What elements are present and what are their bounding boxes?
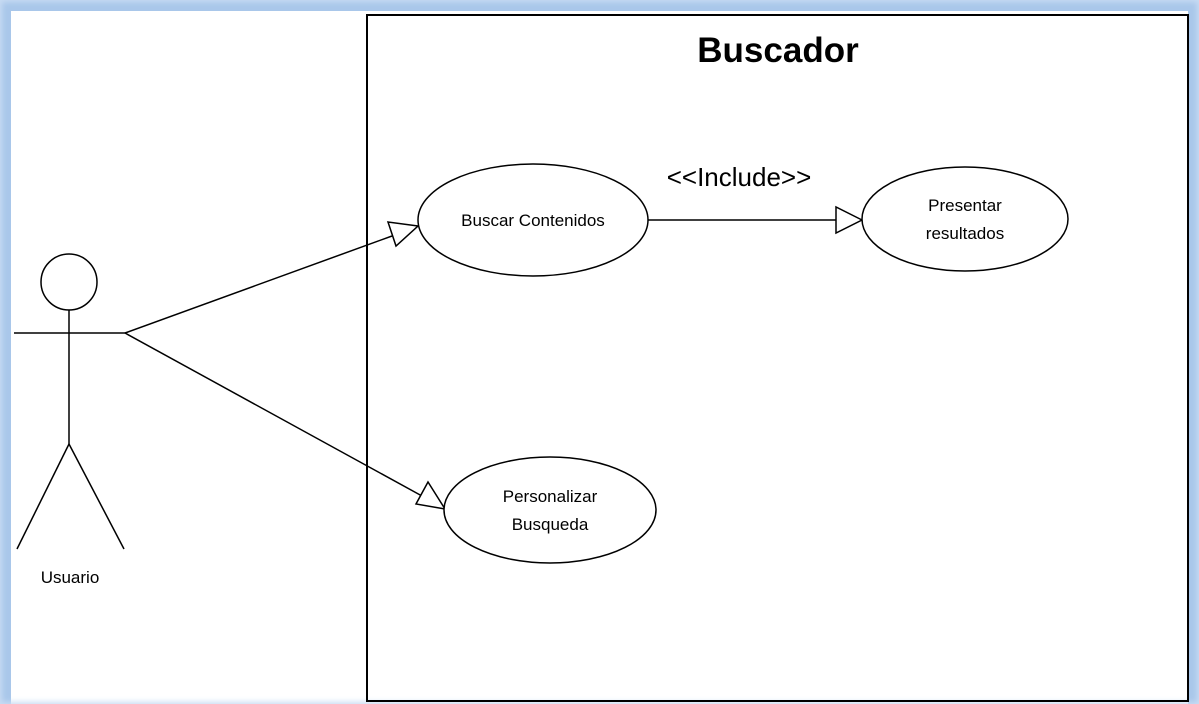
system-boundary [366, 14, 1189, 702]
actor-left-leg [16, 443, 70, 550]
use-case-buscar-contenidos[interactable] [417, 163, 649, 277]
actor-label: Usuario [41, 568, 100, 587]
association-personalizar-arrowhead [414, 480, 447, 511]
actor-usuario [14, 253, 125, 550]
association-personalizar [124, 332, 447, 511]
actor-head [40, 253, 98, 311]
use-case-personalizar-busqueda[interactable] [443, 456, 657, 564]
use-case-personalizar-line2: Busqueda [512, 515, 589, 534]
use-case-presentar-line1: Presentar [928, 196, 1002, 215]
include-stereotype: <<Include>> [667, 162, 812, 192]
system-title: Buscador [697, 31, 859, 70]
include-relation [648, 205, 864, 235]
actor-right-leg [68, 443, 125, 550]
use-case-presentar-resultados[interactable] [861, 166, 1069, 272]
association-buscar [124, 221, 420, 334]
use-case-personalizar-line1: Personalizar [503, 487, 598, 506]
use-case-presentar-line2: resultados [926, 224, 1004, 243]
include-arrowhead [835, 205, 864, 235]
use-case-buscar-contenidos-label: Buscar Contenidos [461, 211, 605, 230]
association-buscar-arrowhead [386, 221, 420, 248]
